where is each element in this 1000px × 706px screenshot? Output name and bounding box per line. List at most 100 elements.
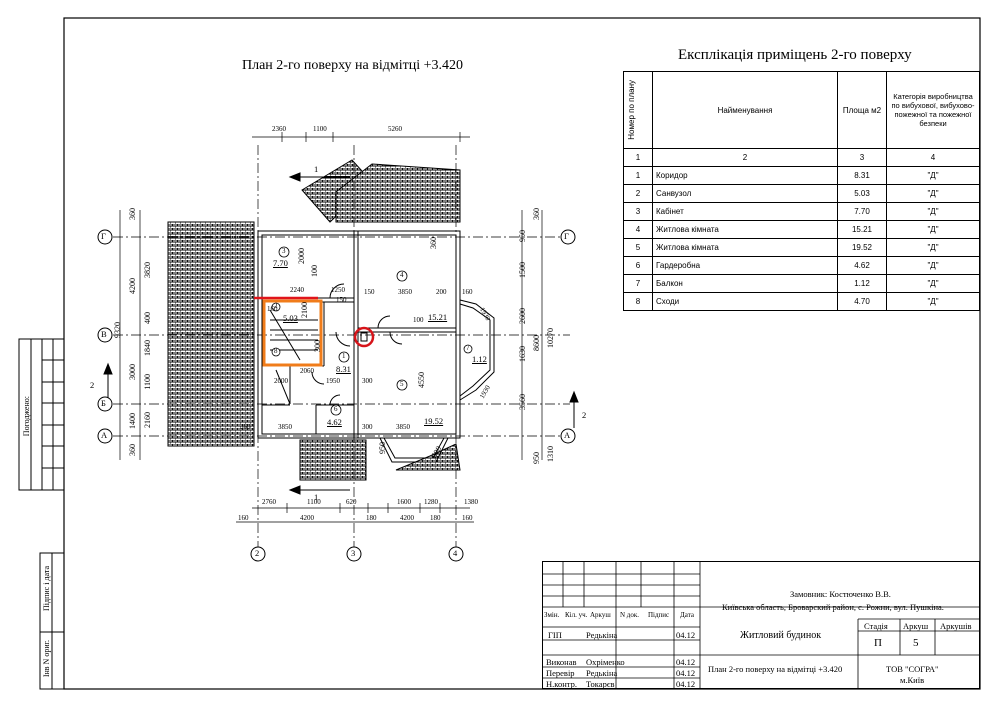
agreed-label: Погоджено:: [22, 396, 31, 437]
title-block: [542, 561, 980, 689]
dim-label: 180: [430, 514, 441, 522]
header-name: Найменування: [652, 71, 838, 149]
table-cell: 4: [886, 148, 980, 167]
dim-label: 3850: [278, 423, 292, 431]
table-row: 3 Кабінет 7.70 "Д": [623, 202, 980, 221]
org-name: ТОВ "СОГРА": [886, 664, 939, 674]
dim-label: 1500: [518, 262, 527, 278]
dim-label: 10270: [546, 328, 555, 348]
axis-row-label: В: [101, 329, 107, 339]
dim-label: 360: [128, 208, 137, 220]
dim-label: 3000: [128, 364, 137, 380]
dim-label: 150: [364, 288, 375, 296]
axis-row-label: А: [101, 430, 108, 440]
dim-label: 4200: [400, 514, 414, 522]
dim-label: 4200: [128, 278, 137, 294]
dim-label: 2760: [262, 498, 276, 506]
dim-label: 950: [518, 230, 527, 242]
dim-label: 3850: [398, 288, 412, 296]
person-role: Виконав: [546, 657, 577, 667]
room-area: 1.12: [472, 354, 487, 364]
person-name: Охріменко: [586, 657, 625, 667]
table-cell: 4: [623, 220, 653, 239]
axis-row-label: Г: [564, 231, 569, 241]
explication-title: Експлікація приміщень 2-го поверху: [678, 47, 912, 63]
dim-label: 160: [462, 514, 473, 522]
person-name: Редькіна: [586, 668, 618, 678]
roof-bottom-left: [299, 439, 367, 481]
table-cell: 2: [623, 184, 653, 203]
dim-label: 2360: [272, 125, 286, 133]
dim-label: 1310: [546, 446, 555, 462]
room-area: 7.70: [273, 258, 288, 268]
dim-label: 3850: [396, 423, 410, 431]
dim-label: 300: [313, 340, 322, 352]
table-cell: "Д": [886, 166, 980, 185]
dim-label: 360: [128, 444, 137, 456]
stage-label: Стадія: [864, 621, 888, 631]
table-header-row: Номер по плану Найменування Площа м2 Кат…: [623, 71, 980, 149]
table-cell: "Д": [886, 238, 980, 257]
table-cell: 1.12: [837, 274, 887, 293]
dim-label: 2000: [274, 377, 288, 385]
room-area: 4.62: [327, 417, 342, 427]
person-role: Перевір: [546, 668, 575, 678]
room-area: 8.31: [336, 364, 351, 374]
table-cell: "Д": [886, 202, 980, 221]
dim-label: 160: [267, 305, 278, 313]
person-role: ГІП: [548, 630, 562, 640]
person-date: 04.12: [676, 630, 696, 640]
walls: [257, 230, 495, 463]
table-cell: 3: [837, 148, 887, 167]
section-marks: [103, 172, 579, 495]
roof-bottom-right: [395, 443, 461, 471]
dim-label: 9320: [113, 322, 122, 338]
table-row: 5 Житлова кімната 19.52 "Д": [623, 238, 980, 257]
dim-label: 360: [240, 423, 251, 431]
stamp-header-cell: Змін.: [544, 611, 560, 619]
table-cell: "Д": [886, 292, 980, 311]
dim-label: 150: [336, 296, 347, 304]
dim-label: 1400: [128, 413, 137, 429]
table-cell: 1: [623, 166, 653, 185]
dim-label: 2100: [300, 302, 309, 318]
table-cell: 19.52: [837, 238, 887, 257]
table-cell: 3: [623, 202, 653, 221]
table-row: 7 Балкон 1.12 "Д": [623, 274, 980, 293]
table-cell: 1: [623, 148, 653, 167]
table-row: 2 Санвузол 5.03 "Д": [623, 184, 980, 203]
dim-label: 950: [378, 442, 387, 454]
axis-col-label: 2: [255, 548, 260, 558]
dim-label: 1950: [326, 377, 340, 385]
section-label: 1: [314, 164, 319, 174]
person-date: 04.12: [676, 679, 696, 689]
dim-label: 2600: [518, 308, 527, 324]
dim-label: 360: [429, 237, 438, 249]
roof-top: [335, 163, 461, 223]
table-cell: Кабінет: [652, 202, 838, 221]
sheets-label: Аркушів: [940, 621, 972, 631]
table-cell: 4.70: [837, 292, 887, 311]
table-cell: "Д": [886, 274, 980, 293]
dimension-lines: [119, 132, 543, 523]
table-index-row: 1 2 3 4: [623, 148, 980, 167]
axis-row-label: Б: [101, 398, 106, 408]
dim-label: 160: [462, 288, 473, 296]
dim-label: 4550: [417, 372, 426, 388]
dim-label: 1100: [307, 498, 321, 506]
vent-shaft-icon: [360, 332, 368, 342]
dim-label: 3820: [143, 262, 152, 278]
dim-label: 8600: [532, 335, 541, 351]
dim-label: 2240: [290, 286, 304, 294]
dim-label: 360: [532, 208, 541, 220]
stamp-header-cell: Кіл. уч.: [565, 611, 588, 619]
room-number: 5: [400, 380, 404, 388]
dim-label: 1100: [143, 374, 152, 390]
room-number: 4: [400, 271, 404, 279]
dim-label: 1280: [424, 498, 438, 506]
customer-text: Замовник: Костюченко В.В.: [790, 589, 891, 599]
dim-label: 1840: [143, 340, 152, 356]
person-name: Редькіна: [586, 630, 618, 640]
